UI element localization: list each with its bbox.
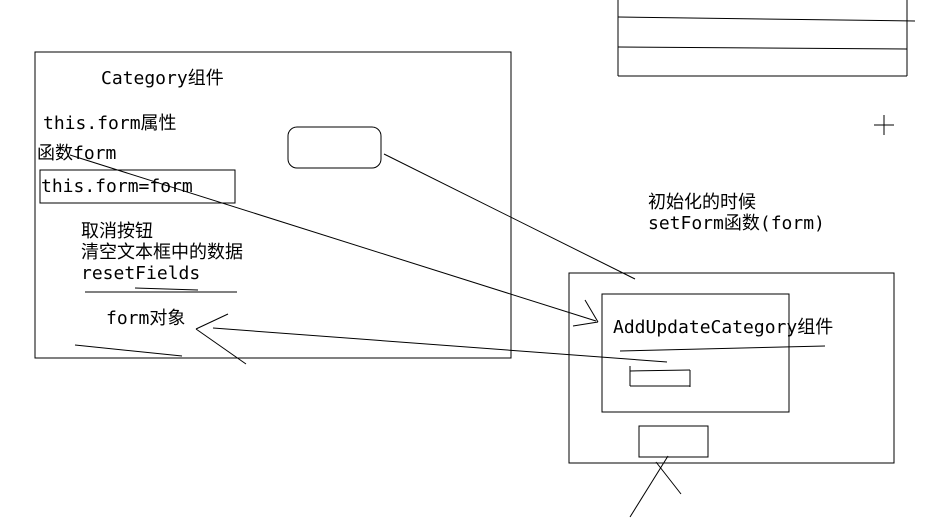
rounded-button-shape (287, 126, 382, 169)
assign-code-text: this.form=form (41, 176, 193, 197)
category-component-box (34, 51, 512, 359)
add-update-component-box (568, 272, 895, 464)
add-update-component-label: AddUpdateCategory组件 (613, 317, 834, 338)
cancel-button-note: 取消按钮 (81, 221, 153, 242)
category-title: Category组件 (101, 68, 224, 89)
init-note-line2: setForm函数(form) (648, 213, 825, 234)
arrow-into-bottom-button (629, 455, 682, 518)
reset-underline-short (134, 287, 199, 291)
reset-fields-method: resetFields (81, 263, 201, 284)
bottom-button-shape (638, 425, 709, 458)
form-object-label: form对象 (106, 308, 186, 329)
input-field-shape (629, 366, 691, 387)
stray-stroke (74, 344, 183, 357)
connector-rounded-to-right (383, 153, 636, 280)
arrowhead-to-form-object (195, 313, 247, 365)
form-property-label: this.form属性 (43, 113, 177, 134)
component-label-underline (619, 345, 826, 352)
connector-func-to-component (69, 154, 597, 322)
connector-input-to-form-object (212, 327, 668, 363)
init-note-line1: 初始化的时候 (648, 192, 756, 213)
assign-code-box (39, 169, 236, 204)
clear-fields-note: 清空文本框中的数据 (81, 242, 243, 263)
function-form-label: 函数form (37, 143, 117, 164)
add-update-inner-box (601, 293, 790, 413)
crosshair-cursor-icon (874, 115, 894, 135)
table-fragment (617, 0, 916, 77)
arrowhead-to-component (572, 299, 599, 327)
